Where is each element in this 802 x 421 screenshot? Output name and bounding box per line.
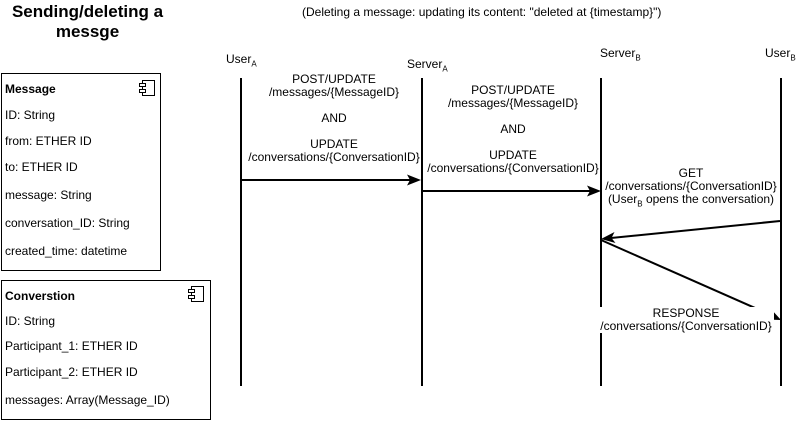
label-line: /conversations/{ConversationID}: [600, 319, 772, 333]
field-row: from: ETHER ID: [5, 134, 92, 148]
field-row: to: ETHER ID: [5, 160, 78, 174]
field-row: Participant_2: ETHER ID: [5, 365, 138, 379]
lifeline-user-b: [780, 78, 782, 386]
label-line: UPDATE: [310, 137, 358, 151]
card-title: Message: [5, 82, 56, 96]
lifeline-user-a: [240, 78, 242, 386]
participant-server-b: ServerB: [600, 46, 641, 62]
label-line: AND: [500, 122, 526, 136]
label-line: /messages/{MessageID}: [447, 96, 579, 110]
label-line: (UserB opens the conversation): [604, 193, 778, 210]
conversation-entity-card: Converstion ID: String Participant_1: ET…: [1, 280, 211, 420]
card-title: Converstion: [5, 289, 76, 303]
diagram-title: Sending/deleting a messge: [11, 2, 164, 41]
participant-subscript: B: [790, 53, 796, 63]
label-line: RESPONSE: [652, 306, 720, 320]
label-line: /messages/{MessageID}: [268, 85, 400, 99]
participant-user-a: UserA: [226, 52, 257, 68]
participant-name: User: [226, 52, 252, 66]
label-line: AND: [321, 111, 347, 125]
label-user-b-to-server-b: GET /conversations/{ConversationID} (Use…: [604, 167, 778, 210]
arrow-user-b-to-server-b: [601, 220, 781, 243]
label-user-a-to-server-a: POST/UPDATE /messages/{MessageID} AND UP…: [248, 73, 420, 164]
field-row: created_time: datetime: [5, 244, 128, 258]
field-row: conversation_ID: String: [5, 216, 130, 230]
label-subscript: B: [637, 199, 643, 209]
arrow-user-a-to-server-a: [241, 174, 421, 186]
field-row: message: String: [5, 188, 92, 202]
field-row: ID: String: [5, 108, 56, 122]
participant-subscript: B: [635, 53, 641, 63]
message-entity-card: Message ID: String from: ETHER ID to: ET…: [1, 73, 161, 271]
label-server-a-to-server-b: POST/UPDATE /messages/{MessageID} AND UP…: [426, 84, 600, 175]
label-text: (User: [607, 192, 638, 206]
arrow-server-a-to-server-b: [422, 185, 601, 197]
field-row: Participant_1: ETHER ID: [5, 339, 138, 353]
participant-name: Server: [407, 57, 443, 71]
participant-server-a: ServerA: [407, 57, 448, 73]
deletion-note: (Deleting a message: updating its conten…: [302, 5, 662, 19]
lifeline-server-b: [600, 78, 602, 386]
lifeline-server-a: [421, 78, 423, 386]
label-line: GET: [678, 166, 704, 180]
label-line: /conversations/{ConversationID}: [605, 179, 777, 193]
component-icon: [188, 286, 204, 302]
label-line: UPDATE: [489, 148, 537, 162]
label-server-b-to-user-b: RESPONSE /conversations/{ConversationID}: [598, 307, 774, 333]
participant-name: Server: [600, 46, 636, 60]
label-line: /conversations/{ConversationID}: [248, 150, 420, 164]
participant-subscript: A: [251, 59, 257, 69]
participant-user-b: UserB: [765, 46, 796, 62]
participant-name: User: [765, 46, 791, 60]
label-line: POST/UPDATE: [471, 83, 555, 97]
field-row: ID: String: [5, 314, 56, 328]
field-row: messages: Array(Message_ID): [5, 393, 170, 407]
label-line: POST/UPDATE: [292, 72, 376, 86]
label-text: opens the conversation): [642, 192, 775, 206]
label-line: /conversations/{ConversationID}: [427, 161, 599, 175]
participant-subscript: A: [442, 64, 448, 74]
component-icon: [139, 80, 155, 96]
